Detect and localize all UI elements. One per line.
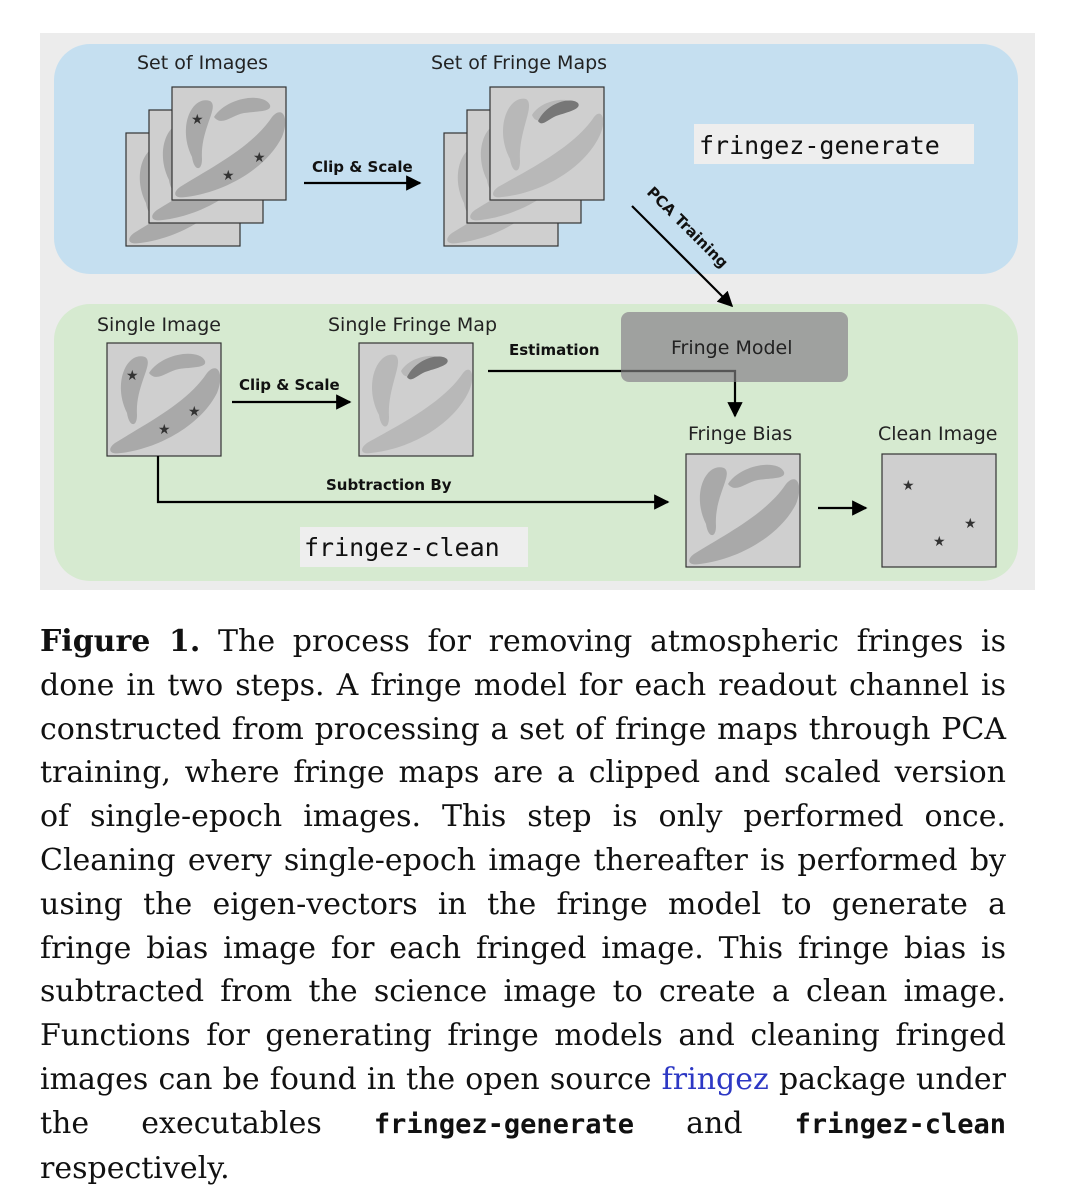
- fringez-generate-label-bg: [694, 124, 974, 164]
- subtraction-label: Subtraction By: [326, 476, 452, 494]
- figure-caption: Figure 1. The process for removing atmos…: [40, 620, 1006, 1190]
- single-fringe-map-label: Single Fringe Map: [328, 314, 497, 336]
- single-fringe-map: [358, 342, 474, 457]
- star-icon: ★: [126, 368, 139, 384]
- figure-label: Figure 1.: [40, 624, 201, 659]
- clip-scale-label-bottom: Clip & Scale: [239, 376, 340, 394]
- subtraction-arrow: [156, 456, 670, 510]
- fringe-model-box: [621, 312, 848, 382]
- star-icon: ★: [253, 150, 266, 166]
- image-card: ★ ★ ★: [171, 86, 287, 201]
- set-of-fringe-maps-label: Set of Fringe Maps: [431, 52, 607, 74]
- single-image-label: Single Image: [97, 314, 221, 336]
- fringez-clean-code: fringez-clean: [794, 1108, 1006, 1140]
- caption-text: package under the executables: [40, 1061, 1006, 1141]
- caption-text: respectively.: [40, 1150, 230, 1186]
- caption-text: and: [633, 1105, 795, 1141]
- process-diagram: Set of Images Set of Fringe Maps ★ ★ ★ C…: [40, 33, 1035, 590]
- fringe-map-stack: [443, 86, 605, 247]
- fringe-bias-label: Fringe Bias: [688, 423, 792, 445]
- estimation-arrow-overlay: [621, 369, 737, 382]
- fringe-bias-image: [685, 453, 801, 568]
- fringez-generate-label: fringez-generate: [699, 131, 940, 160]
- clip-scale-label-top: Clip & Scale: [312, 158, 413, 176]
- star-icon: ★: [964, 516, 977, 532]
- fringez-clean-label: fringez-clean: [304, 533, 500, 562]
- fringez-clean-label-bg: [300, 527, 528, 567]
- pca-training-arrow: [631, 205, 734, 308]
- fringe-model-label: Fringe Model: [671, 337, 793, 359]
- clean-image-label: Clean Image: [878, 423, 997, 445]
- fringez-generate-code: fringez-generate: [373, 1108, 634, 1140]
- image-stack: ★ ★ ★: [125, 86, 287, 247]
- star-icon: ★: [902, 478, 915, 494]
- star-icon: ★: [222, 168, 235, 184]
- clean-image: ★ ★ ★: [881, 453, 997, 568]
- star-icon: ★: [191, 112, 204, 128]
- set-of-images-label: Set of Images: [137, 52, 268, 74]
- fringez-link[interactable]: fringez: [661, 1061, 769, 1097]
- caption-text: The process for removing atmospheric fri…: [40, 624, 1006, 1097]
- star-icon: ★: [158, 422, 171, 438]
- fringe-map-card: [489, 86, 605, 201]
- star-icon: ★: [188, 404, 201, 420]
- star-icon: ★: [933, 534, 946, 550]
- estimation-label: Estimation: [509, 341, 600, 359]
- single-image: ★ ★ ★: [106, 342, 222, 457]
